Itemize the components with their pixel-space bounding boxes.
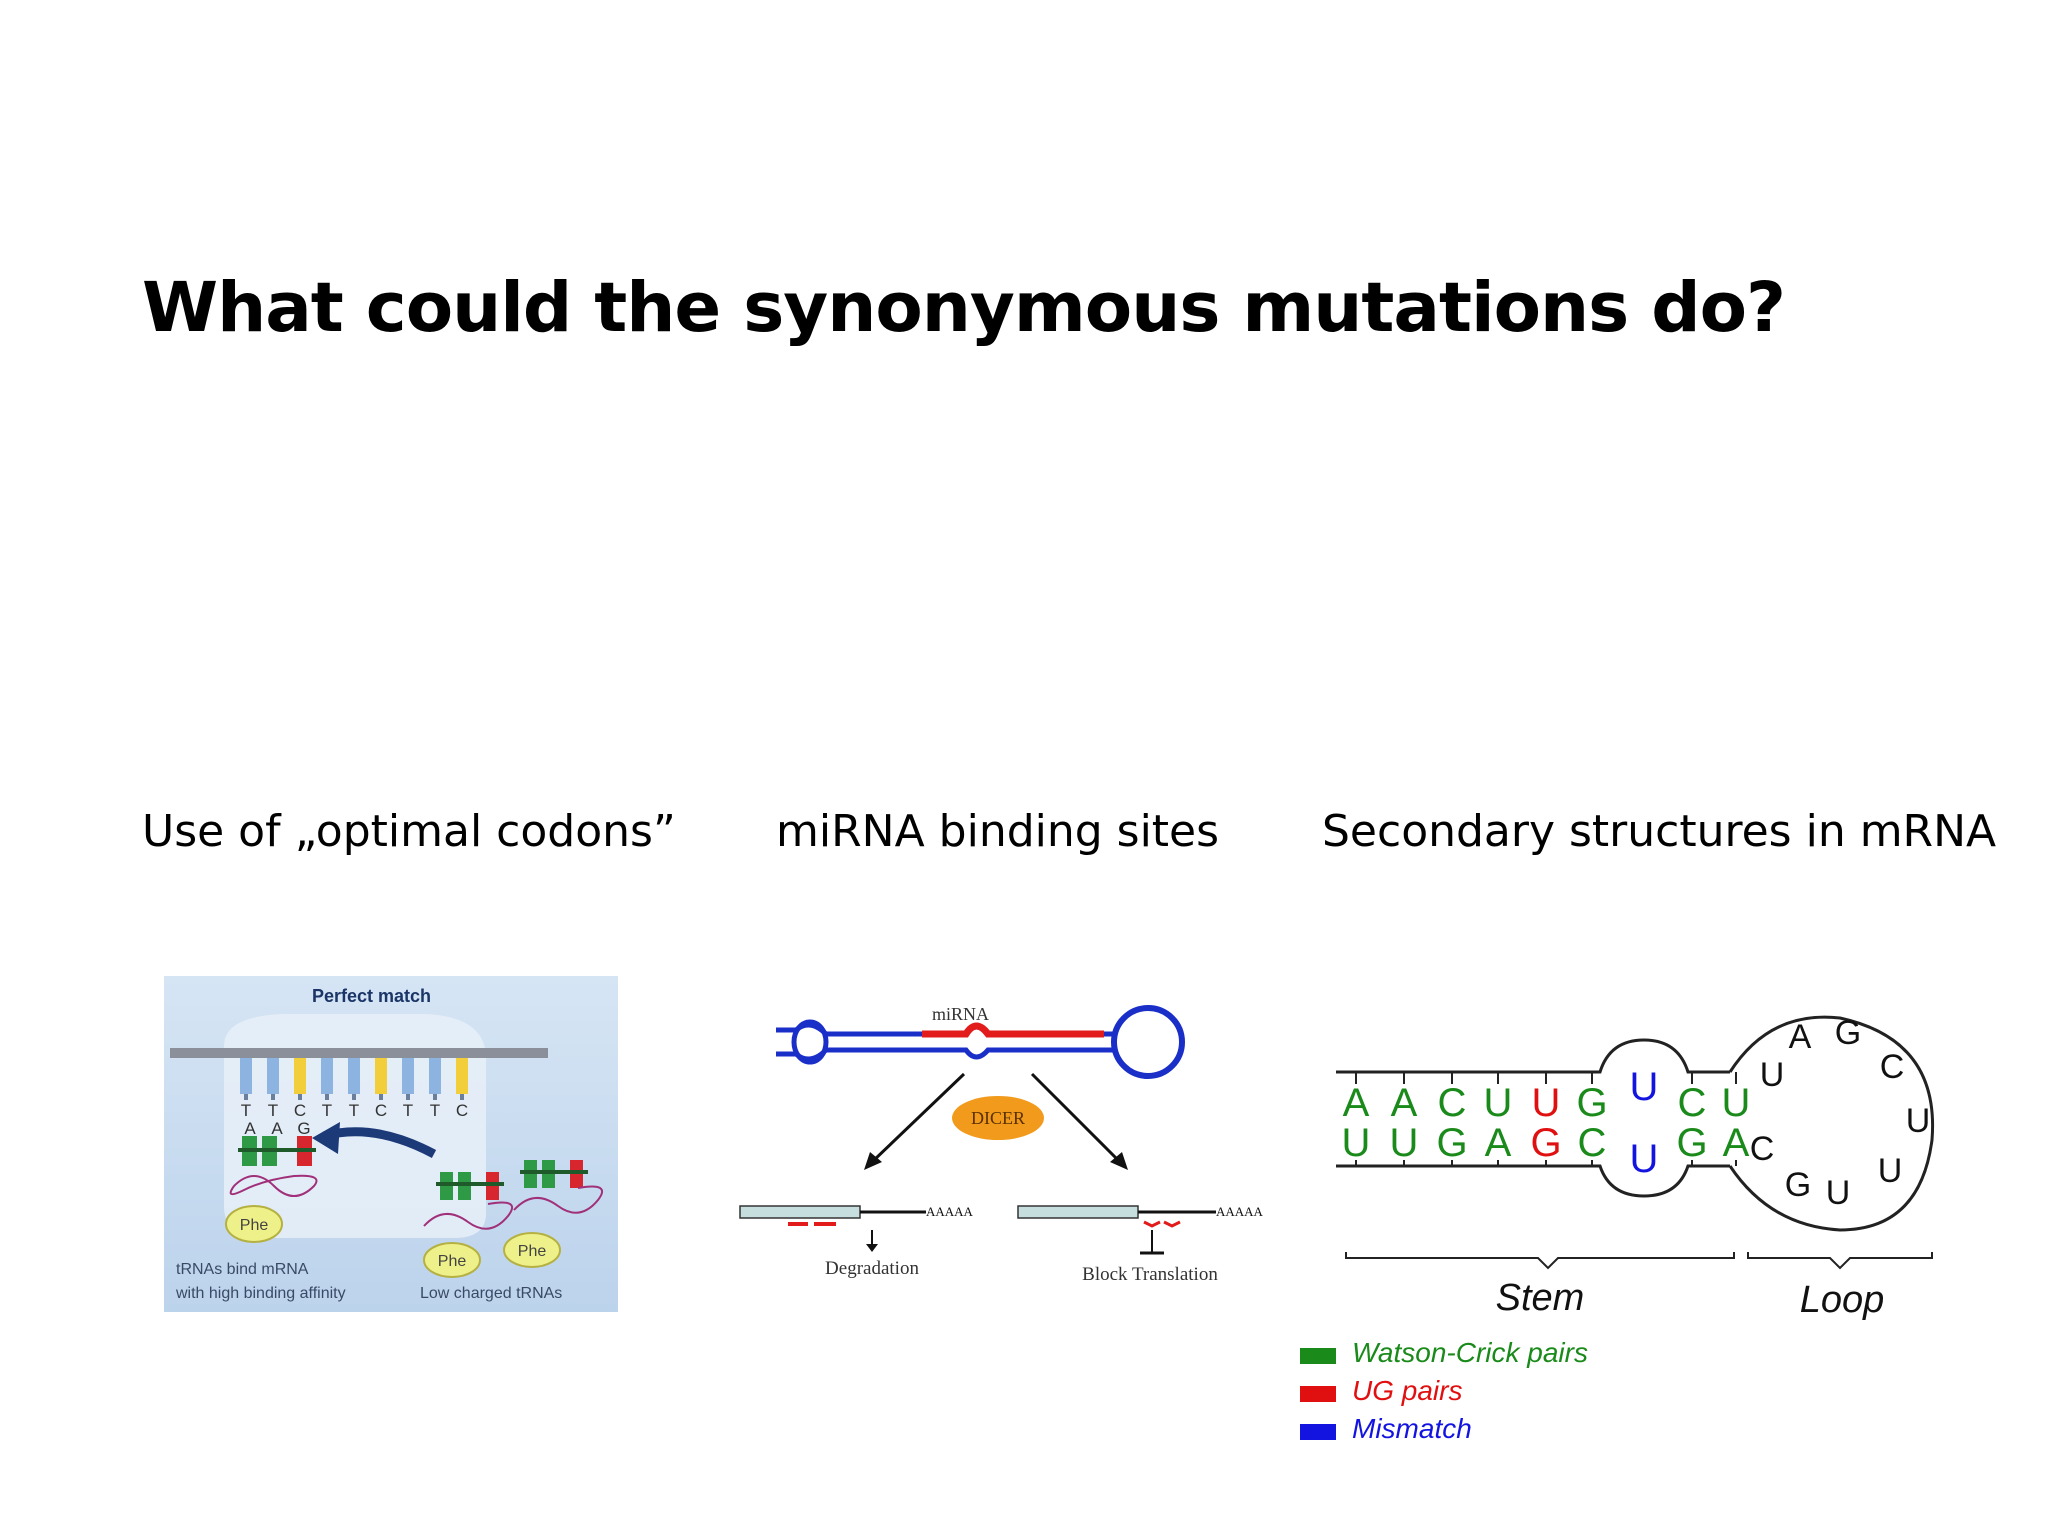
stem-top-base: U (1722, 1081, 1751, 1125)
legend-label: Watson-Crick pairs (1352, 1337, 1588, 1368)
loop-base: C (1880, 1048, 1905, 1086)
hairpin-bottom-strand (826, 1047, 1116, 1060)
anticodon-letter: A (271, 1119, 283, 1138)
codon-peg (429, 1058, 441, 1094)
loop-base: U (1906, 1102, 1931, 1140)
arrow-right (1030, 1072, 1122, 1164)
mrna-letter: T (322, 1101, 332, 1120)
codon-peg (321, 1058, 333, 1094)
phe-low-1-label: Phe (438, 1253, 467, 1270)
mirna-strand (922, 1022, 1104, 1038)
loop-backbone (1728, 1015, 1935, 1232)
codon-peg (267, 1058, 279, 1094)
stem-label: Stem (1496, 1277, 1585, 1319)
stem-bottom-base: A (1485, 1121, 1512, 1165)
ribosome-shape (224, 1014, 486, 1238)
phe-low-2-label: Phe (518, 1243, 547, 1260)
loop-base: A (1789, 1018, 1812, 1056)
caption-mirna-binding-sites: miRNA binding sites (776, 806, 1220, 857)
stem-top-base: A (1391, 1081, 1418, 1125)
phe-low-1 (423, 1242, 481, 1278)
mrna-box-right (1017, 1205, 1139, 1219)
mrna-bar (170, 1048, 548, 1058)
codon-peg (402, 1058, 414, 1094)
stem-top-base: U (1484, 1081, 1513, 1125)
mrna-letter: T (403, 1101, 413, 1120)
left-caption-line2: with high binding affinity (175, 1285, 346, 1302)
stem-bottom-base: G (1436, 1121, 1467, 1165)
loop-base: C (1750, 1130, 1775, 1168)
polya-right: AAAAA (1216, 1204, 1264, 1219)
anticodon-letter: A (244, 1119, 256, 1138)
slide-title: What could the synonymous mutations do? (142, 268, 1786, 348)
low-charged-trnas: Phe Phe (423, 1160, 603, 1278)
codon-peg (456, 1058, 468, 1094)
right-caption: Low charged tRNAs (420, 1285, 562, 1302)
stem-bottom-base: C (1578, 1121, 1607, 1165)
polya-left: AAAAA (926, 1204, 974, 1219)
binding-arrowhead (312, 1122, 340, 1154)
stem-bottom-base: A (1723, 1121, 1750, 1165)
legend-label: Mismatch (1352, 1413, 1472, 1444)
stem-top-base: C (1438, 1081, 1467, 1125)
mrna-letter: C (294, 1101, 306, 1120)
mrna-letter: T (241, 1101, 251, 1120)
block-translation-label: Block Translation (1082, 1264, 1218, 1285)
stem-top-base: U (1532, 1081, 1561, 1125)
loop-brace (1747, 1252, 1933, 1270)
mrna-letter: T (268, 1101, 278, 1120)
degradation-label: Degradation (825, 1258, 919, 1279)
codon-peg (375, 1058, 387, 1094)
loop-label: Loop (1800, 1279, 1885, 1321)
stem-top-backbone (1336, 1038, 1730, 1074)
stem-top-base: U (1630, 1065, 1659, 1109)
codon-peg (240, 1058, 252, 1094)
hairpin-loop (1111, 1005, 1185, 1079)
stem-bottom-base: U (1390, 1121, 1419, 1165)
mrna-letter: C (375, 1101, 387, 1120)
left-caption-line1: tRNAs bind mRNA (176, 1261, 309, 1278)
phe-bound-label: Phe (240, 1217, 269, 1234)
legend-swatch (1300, 1386, 1336, 1402)
mrna-letter: T (430, 1101, 440, 1120)
stem-bottom-base: U (1630, 1137, 1659, 1181)
loop-base: U (1760, 1056, 1785, 1094)
arrow-left (870, 1072, 966, 1164)
loop-base: U (1826, 1174, 1851, 1212)
codon-peg (294, 1058, 306, 1094)
mrna-letter: T (349, 1101, 359, 1120)
caption-secondary-structures: Secondary structures in mRNA (1322, 806, 1997, 857)
perfect-match-heading: Perfect match (312, 986, 431, 1006)
mrna-letter: C (456, 1101, 468, 1120)
mrna-box-left (739, 1205, 861, 1219)
stem-bottom-base: G (1530, 1121, 1561, 1165)
stem-top-base: A (1343, 1081, 1370, 1125)
stem-bottom-base: G (1676, 1121, 1707, 1165)
dicer-label: DICER (971, 1108, 1025, 1128)
mirna-figure: miRNA DICER AAAAA Degradation AAAAA Bloc… (736, 990, 1276, 1295)
stem-brace (1345, 1252, 1735, 1270)
stem-bottom-backbone (1336, 1164, 1730, 1198)
loop-base: G (1785, 1166, 1811, 1204)
caption-optimal-codons: Use of „optimal codons” (142, 806, 676, 857)
bound-trna: Phe (225, 1136, 318, 1243)
loop-base: U (1878, 1152, 1903, 1190)
legend-swatch (1300, 1348, 1336, 1364)
legend-label: UG pairs (1352, 1375, 1462, 1406)
legend-swatch (1300, 1424, 1336, 1440)
anticodon-letter: G (297, 1119, 310, 1138)
phe-bound (225, 1205, 283, 1243)
stem-bottom-base: U (1342, 1121, 1371, 1165)
mirna-label: miRNA (932, 1004, 989, 1024)
codon-peg (348, 1058, 360, 1094)
loop-base: G (1835, 1014, 1861, 1052)
stem-top-base: C (1678, 1081, 1707, 1125)
dicer-oval (952, 1096, 1044, 1140)
stem-top-base: G (1576, 1081, 1607, 1125)
phe-low-2 (503, 1232, 561, 1268)
